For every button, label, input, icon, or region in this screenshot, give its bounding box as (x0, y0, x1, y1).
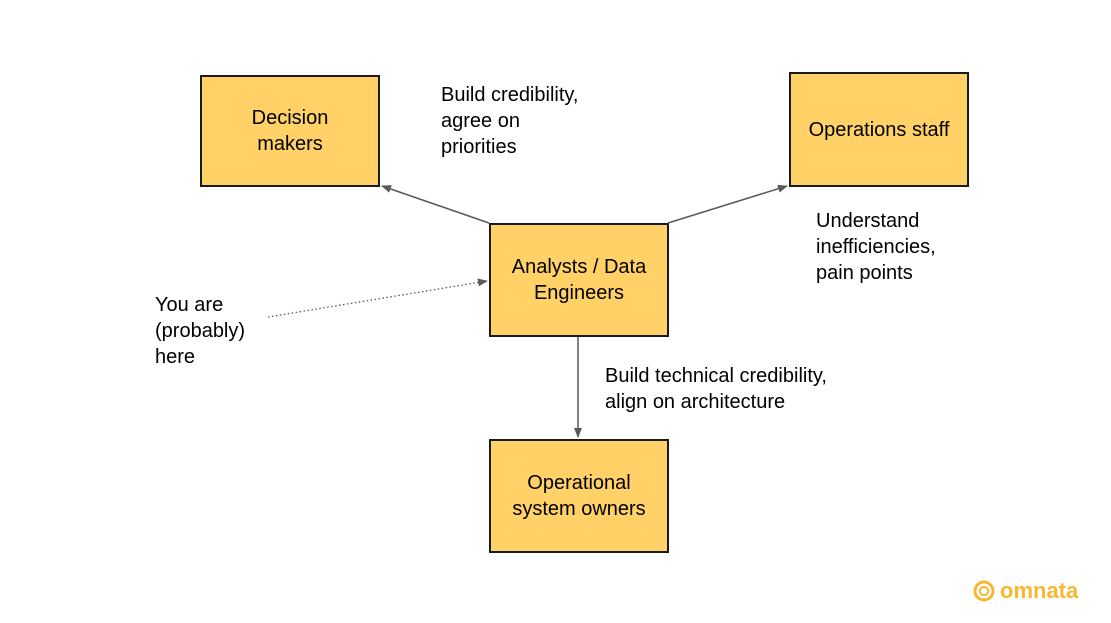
omnata-logo-text: omnata (1000, 578, 1079, 603)
analysts-label: Analysts / Data Engineers (511, 256, 647, 304)
system-owners-annotation: Build technical credibility, align on ar… (605, 365, 827, 413)
decision-makers-box: Decision makers (200, 75, 380, 187)
system-owners-label: Operational system owners (512, 472, 646, 520)
dotted-arrow-you-are-here (267, 278, 488, 318)
operations-staff-box: Operations staff (789, 72, 969, 187)
arrow-to-operations-staff (667, 184, 788, 224)
arrow-to-decision-makers (381, 185, 490, 224)
decision-makers-label: Decision makers (251, 107, 329, 155)
omnata-logo: omnata (972, 578, 1078, 604)
operations-staff-annotation: Understand inefficiencies, pain points (816, 210, 936, 284)
operations-staff-label: Operations staff (808, 118, 950, 141)
you-are-here-annotation: You are (probably) here (155, 294, 246, 368)
omnata-ring-icon (973, 580, 995, 602)
decision-makers-annotation: Build credibility, agree on priorities (441, 84, 579, 158)
analysts-box: Analysts / Data Engineers (489, 223, 669, 337)
system-owners-box: Operational system owners (489, 439, 669, 553)
